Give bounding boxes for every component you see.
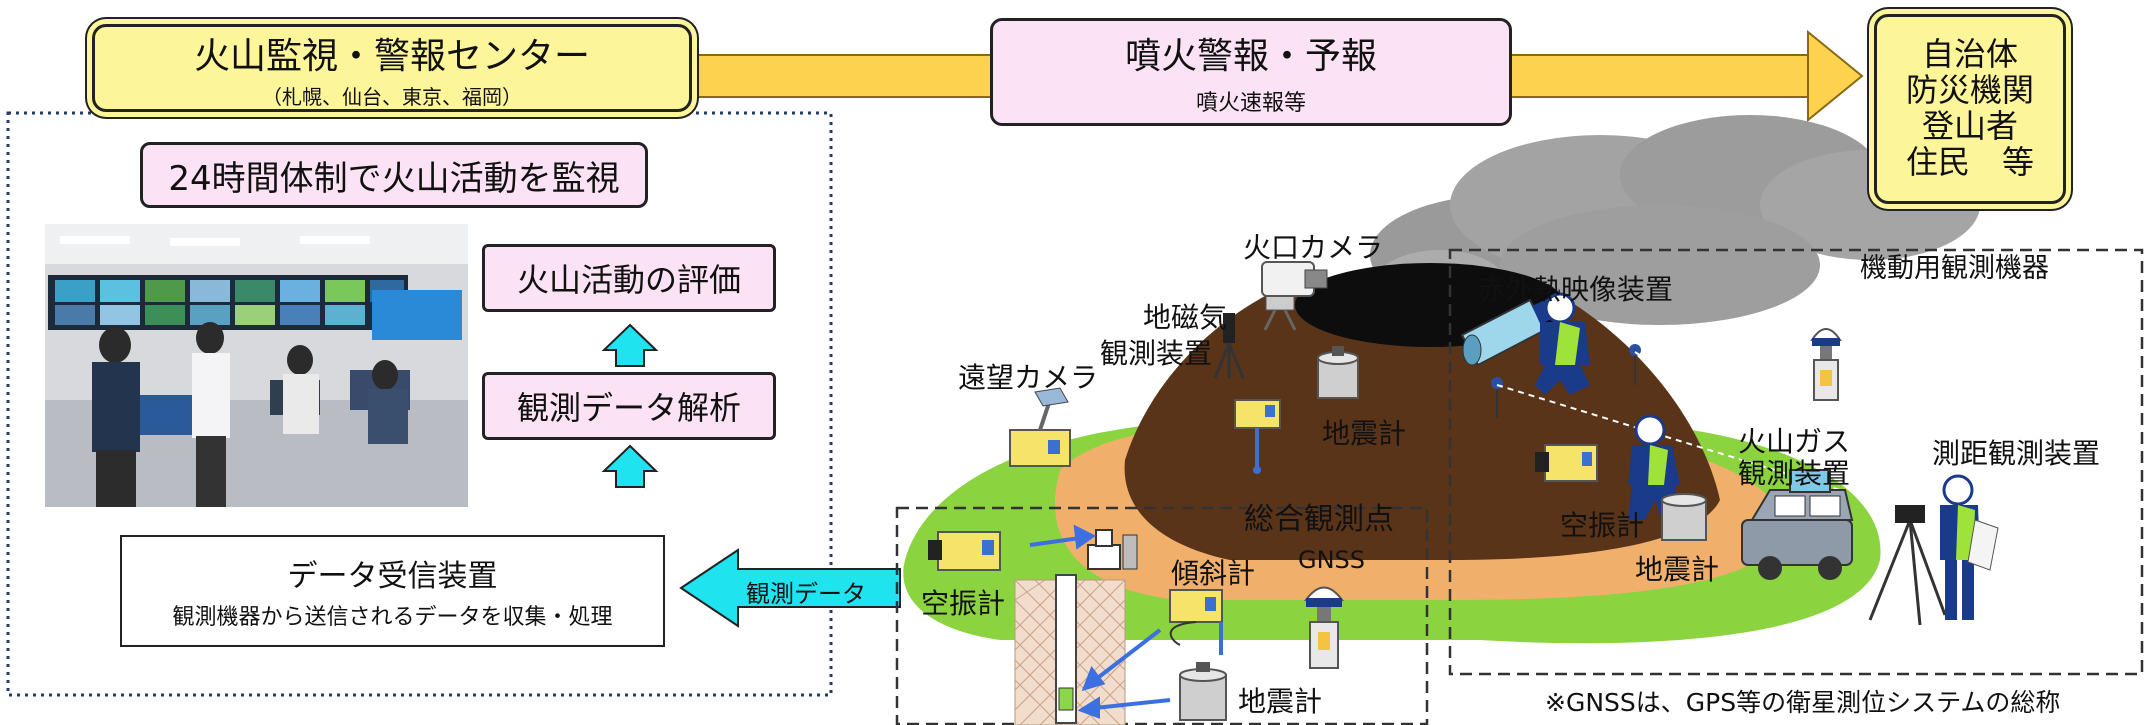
label-seismometer-mobile: 地震計 bbox=[1635, 553, 1720, 586]
monitoring-headline: 24時間体制で火山活動を監視 bbox=[168, 158, 620, 199]
telescope-camera bbox=[1009, 387, 1071, 467]
observer-3 bbox=[1940, 474, 1999, 620]
label-seismometer-station: 地震計 bbox=[1238, 685, 1323, 718]
mobile-frame bbox=[1448, 248, 2144, 676]
label-distance: 測距観測装置 bbox=[1932, 437, 2101, 470]
label-tiltmeter: 傾斜計 bbox=[1171, 557, 1256, 590]
station-title: 総合観測点 bbox=[1244, 502, 1394, 537]
center-subtitle: （札幌、仙台、東京、福岡） bbox=[262, 84, 522, 109]
gnss-mobile bbox=[1810, 328, 1842, 401]
seismometer-mobile bbox=[1661, 493, 1707, 541]
crater-camera bbox=[1261, 261, 1328, 331]
distance-instrument bbox=[1868, 505, 1947, 626]
recipient-line-4: 住民 等 bbox=[1905, 142, 2034, 181]
evaluation-label: 火山活動の評価 bbox=[516, 261, 741, 299]
geomagnetic-sensor bbox=[1213, 313, 1245, 379]
warning-subtitle: 噴火速報等 bbox=[1195, 91, 1306, 116]
plume bbox=[1370, 115, 1980, 330]
mobile-title: 機動用観測機器 bbox=[1860, 253, 2049, 284]
gas-vehicle bbox=[1741, 469, 1854, 580]
seismometer-station bbox=[1179, 662, 1227, 721]
evaluation-box: 火山活動の評価 bbox=[482, 244, 776, 312]
observer-1 bbox=[1535, 292, 1590, 395]
gnss-station bbox=[1304, 586, 1344, 669]
up-arrow-2 bbox=[601, 444, 659, 488]
data-receiver-box: データ受信装置 観測機器から送信されるデータを収集・処理 bbox=[120, 535, 665, 647]
borehole bbox=[1014, 529, 1138, 725]
label-gnss: GNSS bbox=[1298, 546, 1366, 574]
label-crater-camera: 火口カメラ bbox=[1243, 231, 1384, 264]
seismometer-top bbox=[1317, 346, 1359, 399]
station-frame bbox=[895, 506, 1429, 725]
monitoring-center-box: 火山監視・警報センター （札幌、仙台、東京、福岡） bbox=[92, 24, 692, 112]
tiltmeter-station bbox=[1169, 589, 1223, 655]
recipient-line-2: 防災機関 bbox=[1905, 71, 2034, 110]
label-geomagnetic-1: 地磁気 bbox=[1143, 301, 1228, 334]
station-pointer-arrows bbox=[1029, 524, 1171, 719]
tiltmeter-crater bbox=[1234, 399, 1281, 474]
label-infrasound-station: 空振計 bbox=[921, 587, 1006, 620]
analysis-box: 観測データ解析 bbox=[482, 372, 776, 440]
label-gas-2: 観測装置 bbox=[1738, 457, 1851, 490]
warning-title: 噴火警報・予報 bbox=[1124, 36, 1377, 77]
recipient-line-1: 自治体 bbox=[1921, 35, 2018, 74]
recipients-box: 自治体 防災機関 登山者 住民 等 bbox=[1874, 14, 2066, 204]
infrasound-station bbox=[928, 531, 1001, 571]
label-seismometer-top: 地震計 bbox=[1322, 417, 1407, 450]
flow-label: 観測データ bbox=[746, 580, 866, 608]
receiver-subtitle: 観測機器から送信されるデータを収集・処理 bbox=[172, 605, 613, 630]
monitoring-headline-box: 24時間体制で火山活動を監視 bbox=[140, 142, 648, 208]
receiver-title: データ受信装置 bbox=[287, 559, 498, 594]
up-arrow-1 bbox=[601, 323, 659, 367]
label-infrasound-mobile: 空振計 bbox=[1560, 509, 1645, 542]
label-telescope-camera: 遠望カメラ bbox=[958, 361, 1099, 394]
data-flow-arrow bbox=[679, 548, 901, 628]
infrasound-mobile bbox=[1535, 444, 1598, 482]
label-gas-1: 火山ガス bbox=[1738, 425, 1851, 458]
analysis-label: 観測データ解析 bbox=[516, 389, 741, 427]
monitoring-frame bbox=[6, 111, 833, 697]
control-room-photo bbox=[45, 224, 468, 507]
label-geomagnetic-2: 観測装置 bbox=[1100, 337, 1213, 370]
recipient-line-3: 登山者 bbox=[1921, 107, 2018, 145]
observer-2 bbox=[1628, 414, 1680, 520]
label-infrared: 赤外熱映像装置 bbox=[1477, 273, 1674, 306]
center-title: 火山監視・警報センター bbox=[193, 35, 590, 77]
warning-box: 噴火警報・予報 噴火速報等 bbox=[990, 18, 1512, 126]
footnote: ※GNSSは、GPS等の衛星測位システムの総称 bbox=[1545, 688, 2061, 717]
